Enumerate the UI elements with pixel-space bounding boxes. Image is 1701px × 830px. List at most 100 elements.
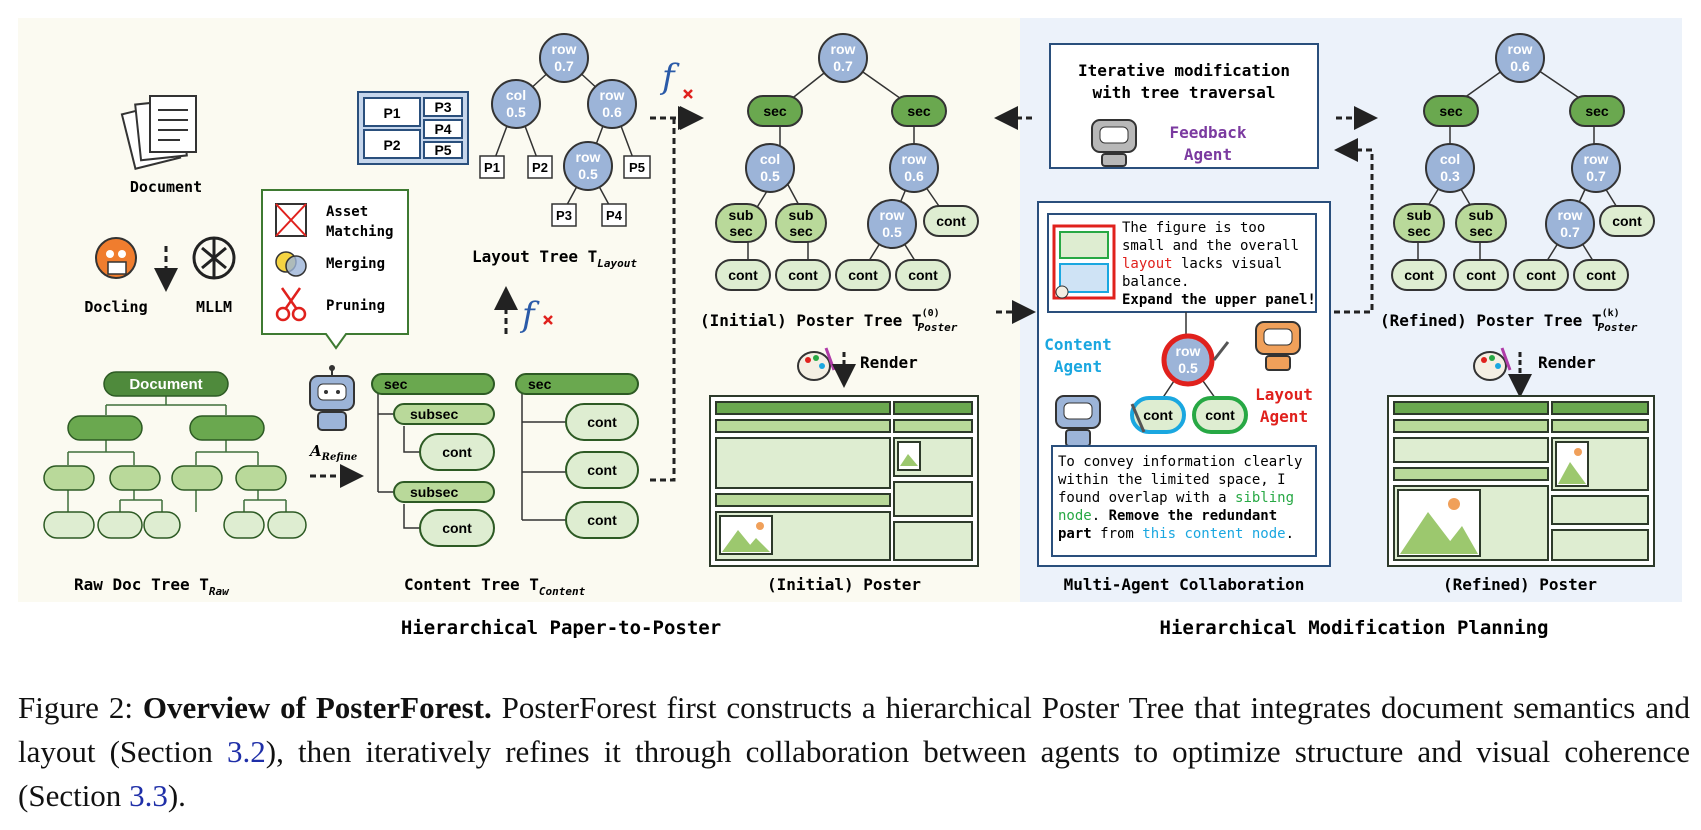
refined-poster: [1387, 395, 1655, 567]
palette-icon-initial: [797, 347, 836, 381]
it-col-b: 0.5: [760, 168, 780, 184]
collab-to-refined-arrow: [1334, 138, 1374, 314]
ct-cont-5: cont: [587, 512, 617, 528]
lb-p5: P5: [434, 142, 451, 158]
initial-poster-tree: row 0.7 sec sec col 0.5 row 0.6 sub sec …: [715, 33, 979, 291]
initial-poster-label: (Initial) Poster: [767, 575, 921, 594]
it-subsec-2b: sec: [789, 223, 813, 239]
lt-leaf-p2: P2: [532, 160, 548, 175]
ct-sec-1: sec: [384, 376, 408, 392]
refined-tree-label: (Refined) Poster Tree T(k)Poster: [1380, 308, 1638, 334]
it-row1-a: row: [902, 151, 927, 167]
tool-pruning: Pruning: [326, 298, 385, 314]
iter-title-2: with tree traversal: [1092, 83, 1275, 102]
ct-subsec-1: subsec: [410, 406, 458, 422]
rt-cont-1: cont: [1404, 267, 1434, 283]
it-col-a: col: [760, 151, 780, 167]
rt-subsec-1a: sub: [1407, 207, 1432, 223]
it-subsec-1a: sub: [729, 207, 754, 223]
rt-col-b: 0.3: [1440, 168, 1460, 184]
rt-row2-b: 0.7: [1560, 224, 1580, 240]
initial-tree-label: (Initial) Poster Tree T(0)Poster: [700, 308, 958, 334]
ct-cont-3: cont: [587, 414, 617, 430]
tool-asset: Asset: [326, 204, 368, 220]
lt-leaf-p5: P5: [629, 160, 645, 175]
content-tree: [377, 392, 566, 529]
initial-poster: [709, 395, 979, 567]
rt-col-a: col: [1440, 151, 1460, 167]
ct-sec-2: sec: [528, 376, 552, 392]
collab-mini-tree: [1130, 312, 1248, 434]
it-cont-2: cont: [788, 267, 818, 283]
content-agent-1: Content: [1044, 335, 1111, 354]
caption-text-3: ).: [167, 778, 186, 813]
it-cont-side: cont: [936, 213, 966, 229]
cb-line1: To convey information clearly: [1058, 454, 1302, 470]
mini-cont-2: cont: [1205, 407, 1235, 423]
it-cont-3: cont: [848, 267, 878, 283]
feedback-agent-icon: [1091, 119, 1137, 167]
layout-boxes: [357, 91, 469, 165]
caption-bold: Overview of PosterForest.: [142, 690, 492, 725]
feedback-agent-1: Feedback: [1169, 123, 1246, 142]
pruning-icon: [275, 287, 307, 322]
raw-root-node: [103, 371, 229, 397]
lt-leaf-p1: P1: [484, 160, 500, 175]
lt-row2-a: row: [576, 149, 601, 165]
lt-row1-b: 0.6: [602, 104, 622, 120]
ct-cont-2: cont: [442, 520, 472, 536]
rt-root-b: 0.6: [1510, 58, 1530, 74]
palette-icon-refined: [1473, 347, 1512, 381]
lb-p1: P1: [383, 105, 400, 121]
lt-col-b: 0.5: [506, 104, 526, 120]
content-agent-2: Agent: [1054, 357, 1102, 376]
content-agent-icon: [1055, 395, 1101, 447]
it-subsec-2a: sub: [789, 207, 814, 223]
fb-line1: The figure is too: [1122, 220, 1265, 236]
collab-label: Multi-Agent Collaboration: [1064, 575, 1305, 594]
it-sec-1: sec: [763, 103, 787, 119]
ct-subsec-2: subsec: [410, 484, 458, 500]
fb-line5: Expand the upper panel!: [1122, 292, 1316, 308]
section-ref-1[interactable]: 3.2: [227, 734, 266, 769]
caption-prefix: Figure 2:: [18, 690, 143, 725]
layout-agent-2: Agent: [1260, 407, 1308, 426]
docling-icon: [95, 237, 137, 279]
it-cont-4: cont: [908, 267, 938, 283]
document-label: Document: [130, 178, 202, 196]
lt-row1-a: row: [600, 87, 625, 103]
layout-tree-label: Layout Tree TLayout: [472, 247, 637, 270]
content-tree-label: Content Tree TContent: [404, 575, 586, 598]
overview-figure: Document Docling MLLM Document Raw Doc T…: [18, 18, 1682, 639]
rt-subsec-1b: sec: [1407, 223, 1431, 239]
lb-p3: P3: [434, 99, 451, 115]
lt-leaf-p4: P4: [606, 208, 623, 223]
refined-poster-label: (Refined) Poster: [1443, 575, 1597, 594]
it-row1-b: 0.6: [904, 168, 924, 184]
document-icon: [120, 95, 197, 170]
lt-root-b: 0.7: [554, 58, 574, 74]
raw-tree-label: Raw Doc Tree TRaw: [74, 575, 230, 598]
lt-col-a: col: [506, 87, 526, 103]
mllm-icon: [192, 236, 236, 280]
ct-cont-4: cont: [587, 462, 617, 478]
mini-cont-1: cont: [1143, 407, 1173, 423]
mllm-label: MLLM: [196, 298, 232, 316]
lb-p2: P2: [383, 137, 400, 153]
it-sec-2: sec: [907, 103, 931, 119]
it-subsec-1b: sec: [729, 223, 753, 239]
rt-cont-3: cont: [1526, 267, 1556, 283]
ct-cont-1: cont: [442, 444, 472, 460]
content-to-poster-arrow: [650, 106, 702, 482]
refined-poster-tree: row 0.6 sec sec col 0.3 row 0.7 sub sec …: [1391, 33, 1655, 291]
rt-subsec-2b: sec: [1469, 223, 1493, 239]
rt-sec-2: sec: [1585, 103, 1609, 119]
section-ref-2[interactable]: 3.3: [129, 778, 168, 813]
rt-root-a: row: [1508, 41, 1533, 57]
render-label-refined: Render: [1538, 353, 1596, 372]
caption-text-1: PosterForest first constructs a hierarch…: [18, 690, 1690, 769]
tool-merging: Merging: [326, 256, 385, 272]
mini-row-a: row: [1176, 343, 1201, 359]
rt-row2-a: row: [1558, 207, 1583, 223]
mini-row-b: 0.5: [1178, 360, 1198, 376]
